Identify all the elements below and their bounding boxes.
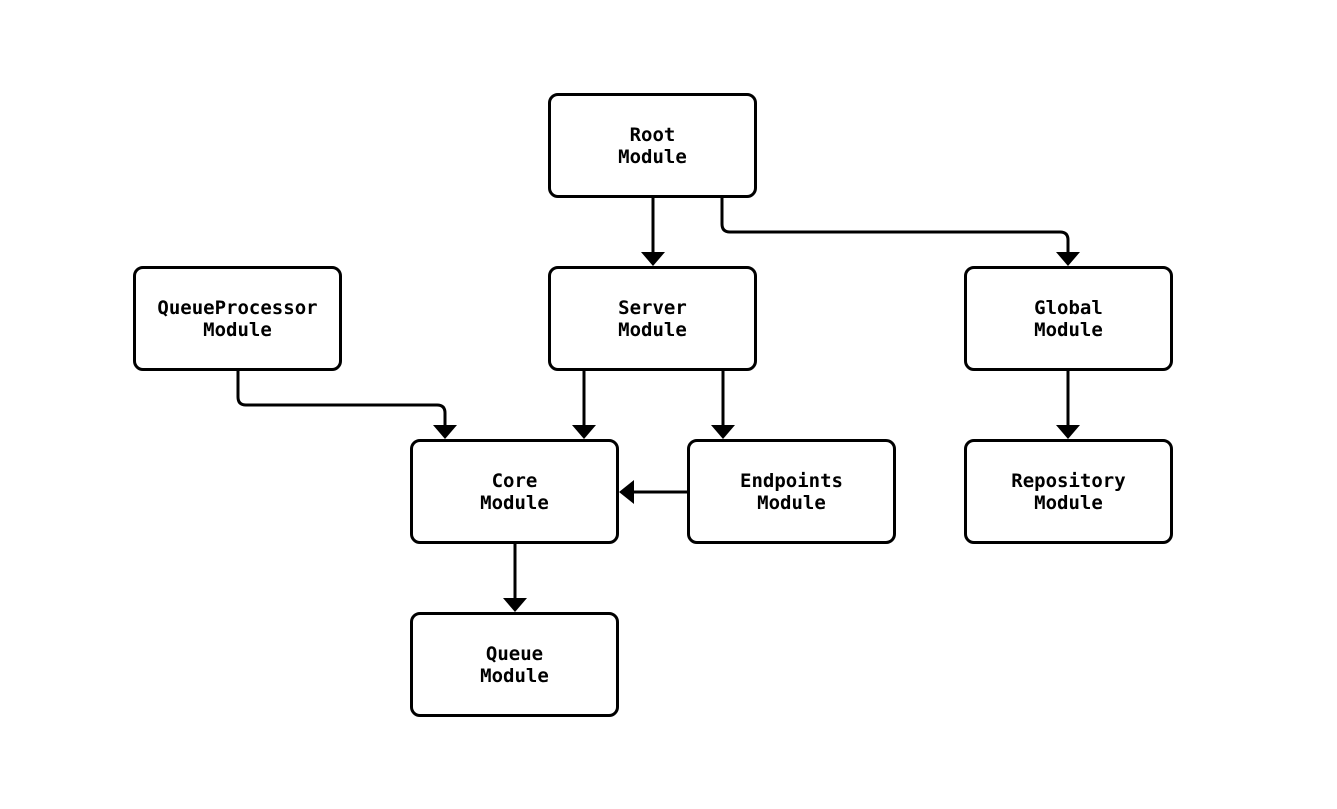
node-queue-module: Queue Module	[410, 612, 619, 717]
edge-root-to-server	[641, 198, 665, 266]
edge-server-to-core	[572, 371, 596, 439]
edge-root-to-server-arrowhead	[641, 252, 665, 266]
node-server-module: Server Module	[548, 266, 757, 371]
edge-queueprocessor-to-core	[236, 371, 457, 439]
edge-queueprocessor-to-core-arrowhead	[433, 425, 457, 439]
edge-global-to-repository	[1056, 371, 1080, 439]
node-repository-module: Repository Module	[964, 439, 1173, 544]
node-queueprocessor-module-label: QueueProcessor Module	[157, 296, 318, 341]
node-repository-module-label: Repository Module	[1011, 469, 1126, 514]
node-core-module-label: Core Module	[480, 469, 549, 514]
node-endpoints-module-label: Endpoints Module	[740, 469, 843, 514]
edge-server-to-core-arrowhead	[572, 425, 596, 439]
edge-core-to-queue-arrowhead	[503, 598, 527, 612]
edge-root-to-global-arrowhead	[1056, 252, 1080, 266]
edge-queueprocessor-to-core-line	[236, 371, 447, 426]
node-queue-module-label: Queue Module	[480, 642, 549, 687]
node-global-module-label: Global Module	[1034, 296, 1103, 341]
node-root-module: Root Module	[548, 93, 757, 198]
node-server-module-label: Server Module	[618, 296, 687, 341]
node-endpoints-module: Endpoints Module	[687, 439, 896, 544]
edge-server-to-endpoints	[711, 371, 735, 439]
node-global-module: Global Module	[964, 266, 1173, 371]
edge-server-to-endpoints-arrowhead	[711, 425, 735, 439]
edge-global-to-repository-arrowhead	[1056, 425, 1080, 439]
edge-root-to-global-line	[720, 198, 1070, 253]
node-root-module-label: Root Module	[618, 123, 687, 168]
edge-endpoints-to-core	[619, 480, 687, 504]
node-core-module: Core Module	[410, 439, 619, 544]
edge-endpoints-to-core-arrowhead	[619, 480, 634, 504]
edge-core-to-queue	[503, 544, 527, 612]
node-queueprocessor-module: QueueProcessor Module	[133, 266, 342, 371]
edge-root-to-global	[720, 198, 1080, 266]
